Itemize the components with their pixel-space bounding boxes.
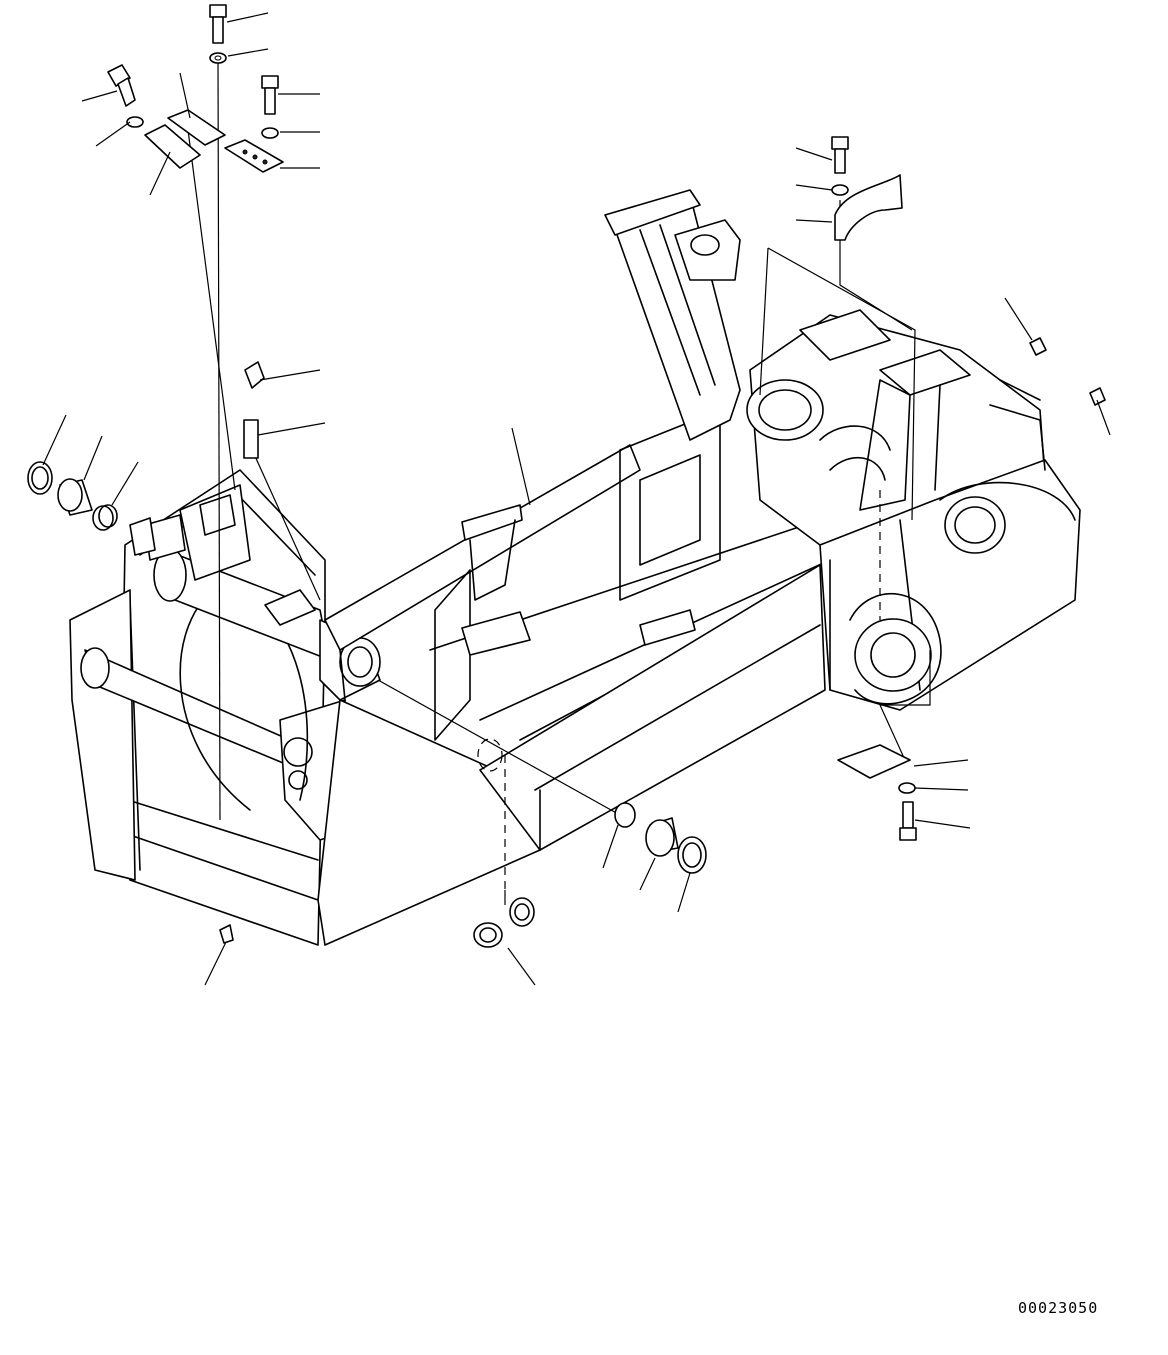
plug-front — [219, 924, 234, 944]
grease-fitting — [244, 361, 265, 389]
plug-rear-1 — [1029, 337, 1047, 356]
shim-plate-1 — [167, 109, 226, 146]
bearing-cap — [834, 174, 903, 241]
loose-parts — [27, 4, 1106, 948]
hidden-lines — [477, 490, 881, 890]
bolt-top — [209, 4, 227, 64]
bolt-rear-upper — [831, 136, 849, 196]
bushing-rear — [614, 802, 707, 874]
bushing-left-small — [92, 504, 118, 531]
cover-plate — [837, 744, 911, 779]
bushing-left-large — [57, 478, 93, 516]
bolt-left — [107, 64, 144, 128]
spacer — [243, 419, 259, 459]
drawing-number: 00023050 — [1018, 1299, 1099, 1317]
main-frame — [69, 189, 1081, 946]
bushing-center — [473, 897, 535, 948]
plug-rear-2 — [1089, 387, 1106, 406]
bolt-rear-lower — [899, 801, 917, 841]
bolt-right — [261, 75, 279, 139]
callout-leaders — [42, 12, 1111, 986]
assembly-lines — [187, 59, 931, 905]
